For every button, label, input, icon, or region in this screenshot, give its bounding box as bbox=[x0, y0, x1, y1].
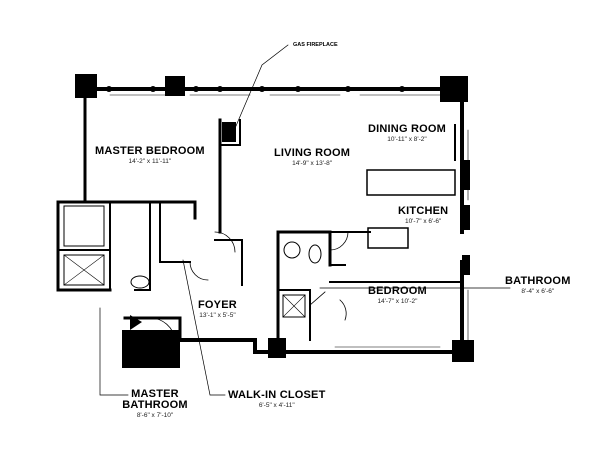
room-name: WALK-IN CLOSET bbox=[228, 389, 326, 401]
room-dims: 14'-7" x 10'-2" bbox=[377, 298, 418, 305]
gas-fireplace-callout: GAS FIREPLACE bbox=[293, 42, 338, 48]
room-name: DINING ROOM bbox=[368, 123, 446, 135]
room-dims: 8'-6" x 7'-10" bbox=[136, 412, 174, 419]
bedroom-label: BEDROOM 14'-7" x 10'-2" bbox=[368, 286, 427, 306]
entry-arrow-icon bbox=[130, 315, 142, 330]
room-name: MASTER BEDROOM bbox=[95, 145, 205, 157]
room-name: FOYER bbox=[198, 299, 237, 311]
master-bedroom-label: MASTER BEDROOM 14'-2" x 11'-11" bbox=[95, 146, 205, 166]
room-dims: 14'-2" x 11'-11" bbox=[128, 158, 172, 165]
room-name: KITCHEN bbox=[398, 205, 449, 217]
room-name: MASTER BATHROOM bbox=[122, 388, 188, 411]
kitchen-label: KITCHEN 10'-7" x 6'-6" bbox=[398, 206, 448, 226]
room-name: LIVING ROOM bbox=[274, 147, 351, 159]
walk-in-closet-label: WALK-IN CLOSET 6'-5" x 4'-11" bbox=[228, 390, 326, 410]
room-dims: 10'-11" x 8'-2" bbox=[387, 136, 427, 143]
room-dims: 8'-4" x 6'-6" bbox=[521, 288, 555, 295]
room-dims: 14'-9" x 13'-8" bbox=[292, 160, 333, 167]
dining-room-label: DINING ROOM 10'-11" x 8'-2" bbox=[368, 124, 446, 144]
bathroom-label: BATHROOM 8'-4" x 6'-6" bbox=[505, 276, 571, 296]
master-bathroom-label: MASTER BATHROOM 8'-6" x 7'-10" bbox=[120, 389, 190, 420]
south-wall bbox=[178, 338, 457, 354]
door-swing bbox=[214, 231, 236, 253]
room-dims: 10'-7" x 6'-6" bbox=[404, 218, 442, 225]
room-name: BEDROOM bbox=[368, 285, 427, 297]
west-wall-lower bbox=[56, 200, 112, 292]
foyer-label: FOYER 13'-1" x 5'-5" bbox=[198, 300, 237, 320]
living-room-label: LIVING ROOM 14'-9" x 13'-8" bbox=[274, 148, 350, 168]
room-dims: 13'-1" x 5'-5" bbox=[199, 312, 236, 319]
column bbox=[75, 74, 97, 98]
room-name: BATHROOM bbox=[505, 275, 571, 287]
room-dims: 6'-5" x 4'-11" bbox=[258, 402, 295, 409]
